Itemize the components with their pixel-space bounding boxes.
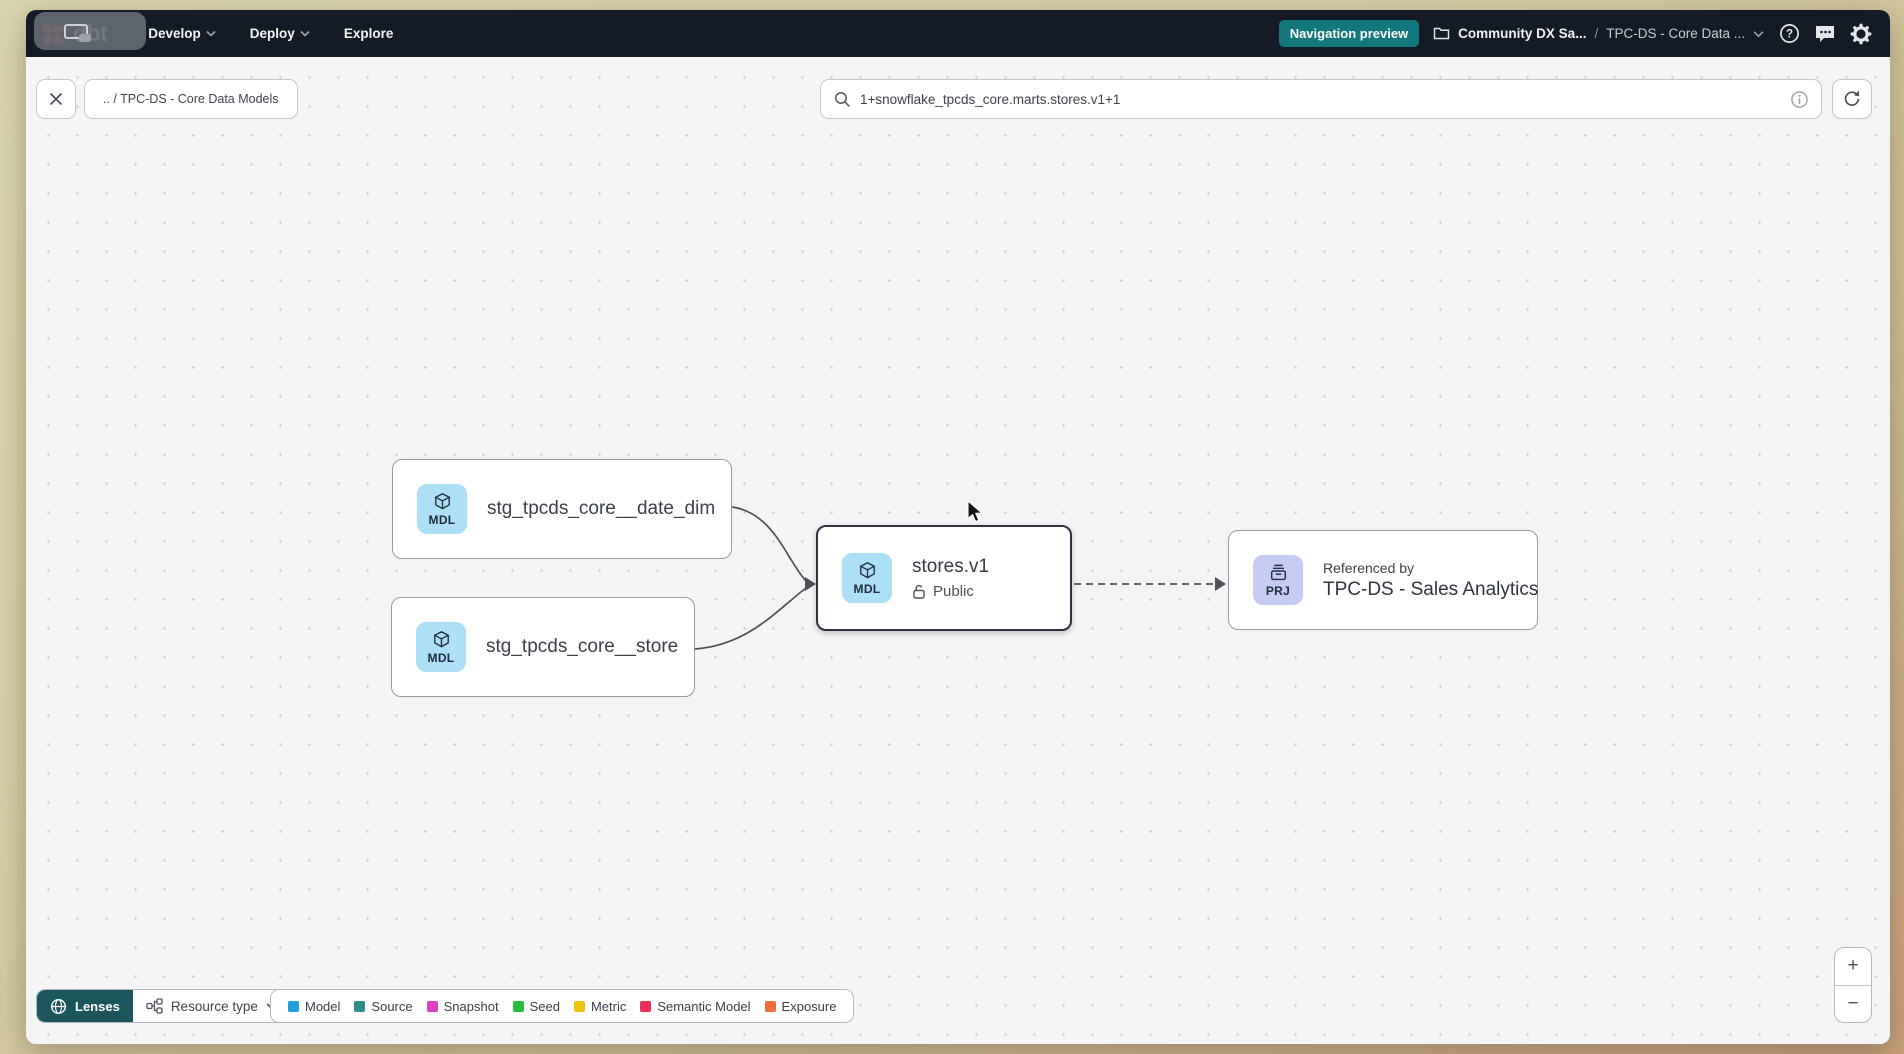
lineage-canvas[interactable]: .. / TPC-DS - Core Data Models MDL stg_t… xyxy=(26,57,1890,1044)
selector-search-input[interactable] xyxy=(860,91,1781,107)
feedback-icon[interactable] xyxy=(1814,23,1836,45)
semantic-model-color-swatch xyxy=(640,1000,652,1012)
legend-item-metric: Metric xyxy=(573,999,626,1014)
svg-text:?: ? xyxy=(1785,29,1792,41)
nav-develop-label: Develop xyxy=(148,26,201,41)
lineage-search-bar xyxy=(820,79,1822,119)
settings-gear-icon[interactable] xyxy=(1850,23,1872,45)
nav-explore-label: Explore xyxy=(343,26,394,41)
referenced-by-caption: Referenced by xyxy=(1323,559,1415,576)
cube-icon xyxy=(858,561,876,579)
node-stg-tpcds-core-date-dim[interactable]: MDL stg_tpcds_core__date_dim xyxy=(392,459,732,559)
zoom-controls: + − xyxy=(1834,947,1872,1023)
close-lineage-button[interactable] xyxy=(36,79,76,119)
node-label: stg_tpcds_core__store xyxy=(486,636,679,657)
project-name: TPC-DS - Core Data ... xyxy=(1606,26,1745,41)
search-icon xyxy=(835,91,850,107)
snapshot-color-swatch xyxy=(426,1000,438,1012)
exposure-color-swatch xyxy=(764,1000,776,1012)
help-icon[interactable]: ? xyxy=(1778,23,1800,45)
close-icon xyxy=(49,92,63,106)
zoom-in-button[interactable]: + xyxy=(1835,948,1871,986)
breadcrumb-separator: / xyxy=(1594,26,1599,41)
badge-label: MDL xyxy=(428,513,456,527)
cube-icon xyxy=(432,630,450,648)
lineage-breadcrumb-label: .. / TPC-DS - Core Data Models xyxy=(103,92,279,106)
picture-in-picture-icon xyxy=(64,23,91,42)
legend-item-semantic-model: Semantic Model xyxy=(640,999,751,1014)
nav-menu-explore[interactable]: Explore xyxy=(331,18,407,49)
chevron-down-icon xyxy=(300,30,310,37)
metric-color-swatch xyxy=(573,1000,585,1012)
archive-icon xyxy=(1270,564,1286,581)
lens-controls: Lenses Resource type xyxy=(36,989,291,1023)
lenses-label: Lenses xyxy=(75,998,120,1014)
refresh-lineage-button[interactable] xyxy=(1832,79,1872,119)
arrowhead xyxy=(1215,577,1226,591)
badge-label: PRJ xyxy=(1265,584,1291,598)
nav-menu-deploy[interactable]: Deploy xyxy=(237,18,323,49)
arrowhead xyxy=(805,577,816,591)
node-stg-tpcds-core-store[interactable]: MDL stg_tpcds_core__store xyxy=(391,597,695,697)
refresh-icon xyxy=(1844,90,1860,106)
legend-item-model: Model xyxy=(288,999,340,1014)
chevron-down-icon xyxy=(206,30,216,37)
badge-label: MDL xyxy=(853,582,881,596)
model-badge: MDL xyxy=(842,553,892,603)
cube-icon xyxy=(433,492,451,510)
model-color-swatch xyxy=(288,1000,299,1012)
account-name: Community DX Sa... xyxy=(1458,26,1587,41)
legend-item-snapshot: Snapshot xyxy=(426,999,499,1014)
resource-type-legend: Model Source Snapshot Seed Metric Semant… xyxy=(270,989,855,1023)
node-label: TPC-DS - Sales Analytics xyxy=(1323,578,1539,600)
top-navbar: dbt Develop Deploy Explore Navigation pr… xyxy=(26,10,1890,57)
resource-type-dropdown[interactable]: Resource type xyxy=(132,990,290,1022)
seed-color-swatch xyxy=(512,1000,524,1012)
chevron-down-icon xyxy=(1753,30,1764,37)
lens-icon xyxy=(50,998,67,1014)
nav-menu-develop[interactable]: Develop xyxy=(135,18,229,49)
source-color-swatch xyxy=(354,1000,366,1012)
nav-deploy-label: Deploy xyxy=(249,26,295,41)
unlock-icon xyxy=(913,585,925,599)
legend-item-exposure: Exposure xyxy=(764,999,836,1014)
node-label: stg_tpcds_core__date_dim xyxy=(487,498,716,519)
screen-share-nub[interactable] xyxy=(34,12,146,50)
node-label: stores.v1 xyxy=(912,556,990,577)
legend-item-seed: Seed xyxy=(512,999,560,1014)
model-badge: MDL xyxy=(416,622,466,672)
navigation-preview-badge[interactable]: Navigation preview xyxy=(1278,20,1420,47)
model-badge: MDL xyxy=(417,484,467,534)
resource-type-label: Resource type xyxy=(170,998,258,1014)
node-referenced-by-sales-analytics[interactable]: PRJ Referenced by TPC-DS - Sales Analyti… xyxy=(1228,530,1538,630)
badge-label: MDL xyxy=(427,651,455,665)
project-badge: PRJ xyxy=(1253,555,1303,605)
info-icon[interactable] xyxy=(1790,90,1809,109)
edge-store-to-stores xyxy=(694,587,807,650)
edge-date-dim-to-stores xyxy=(731,506,807,582)
graph-nodes-icon xyxy=(146,998,163,1014)
lenses-button[interactable]: Lenses xyxy=(37,990,133,1022)
lineage-breadcrumb-chip[interactable]: .. / TPC-DS - Core Data Models xyxy=(84,79,298,119)
folder-icon xyxy=(1433,27,1450,40)
legend-item-source: Source xyxy=(354,999,413,1014)
mouse-cursor xyxy=(967,500,984,523)
zoom-out-button[interactable]: − xyxy=(1847,992,1859,1014)
access-label: Public xyxy=(933,583,974,600)
node-stores-v1[interactable]: MDL stores.v1 Public xyxy=(816,525,1072,631)
dbt-app-window: dbt Develop Deploy Explore Navigation pr… xyxy=(26,10,1890,1044)
account-project-breadcrumb[interactable]: Community DX Sa... / TPC-DS - Core Data … xyxy=(1433,26,1764,41)
